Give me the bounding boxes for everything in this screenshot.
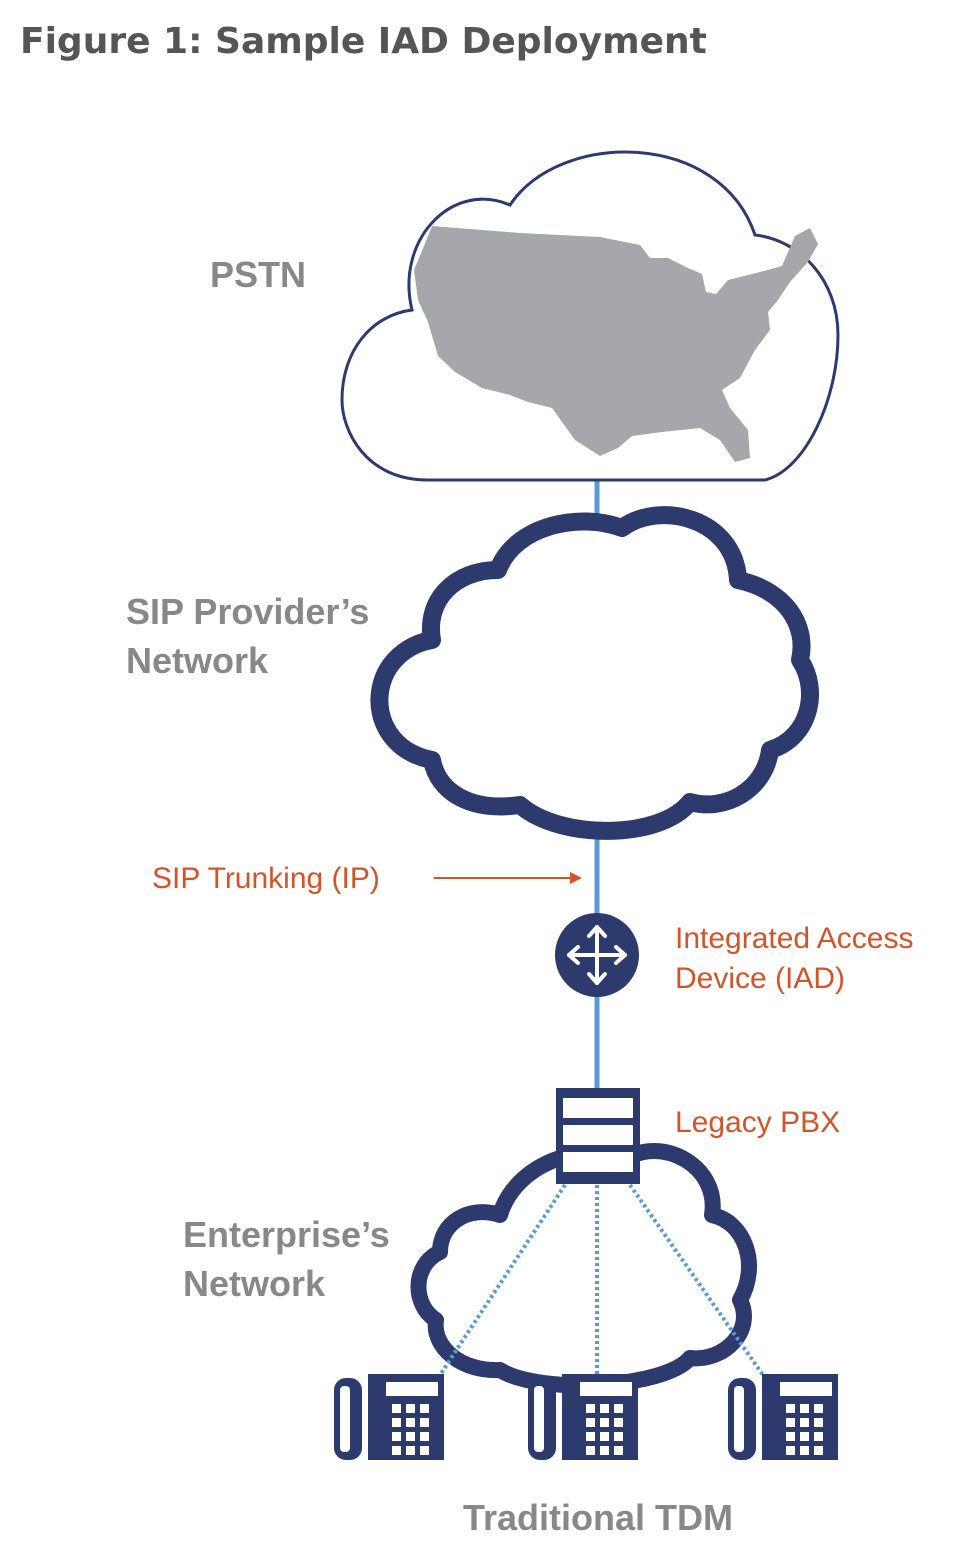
- sip-trunking-label: SIP Trunking (IP): [152, 862, 380, 895]
- sip-trunking-arrow: [434, 872, 582, 884]
- figure-title: Figure 1: Sample IAD Deployment: [20, 21, 707, 62]
- enterprise-label-line2: Network: [183, 1263, 326, 1304]
- pbx-to-phone-1-link: [436, 1183, 567, 1380]
- us-map-icon: [414, 226, 818, 462]
- sip-provider-cloud: [370, 506, 819, 840]
- iad-router-icon: [555, 913, 639, 997]
- desk-phone-icon: [528, 1374, 638, 1460]
- pstn-label: PSTN: [210, 254, 306, 295]
- desk-phone-icon: [728, 1374, 838, 1460]
- enterprise-label-line1: Enterprise’s: [183, 1214, 390, 1255]
- iad-label-line1: Integrated Access: [675, 922, 913, 955]
- enterprise-cloud: [410, 1143, 757, 1394]
- sip-provider-label-line1: SIP Provider’s: [126, 591, 369, 632]
- legacy-pbx-icon: [556, 1088, 640, 1184]
- desk-phone-icon: [334, 1374, 444, 1460]
- iad-label-line2: Device (IAD): [675, 962, 845, 995]
- sip-provider-label-line2: Network: [126, 640, 269, 681]
- legacy-pbx-label: Legacy PBX: [675, 1106, 840, 1139]
- traditional-tdm-label: Traditional TDM: [463, 1497, 733, 1538]
